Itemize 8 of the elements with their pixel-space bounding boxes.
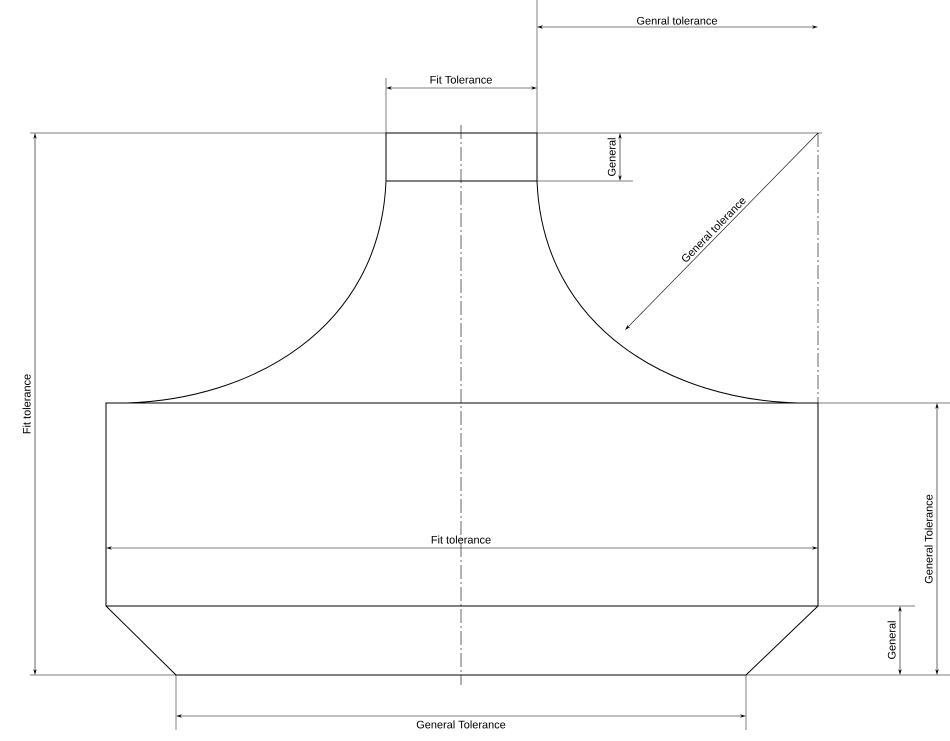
dimension-text: General <box>608 138 616 176</box>
dimension-text: Fit Tolerance <box>430 76 492 84</box>
dimension-text: General <box>888 621 896 659</box>
dimension-text: Fit tolerance <box>432 536 491 544</box>
dimension-text: Genral tolerance <box>637 16 717 25</box>
dimension-text: General Tolerance <box>924 494 933 584</box>
dimension-text: General Tolerance <box>416 720 506 728</box>
dimension-text: Fit tolerance <box>22 374 31 434</box>
